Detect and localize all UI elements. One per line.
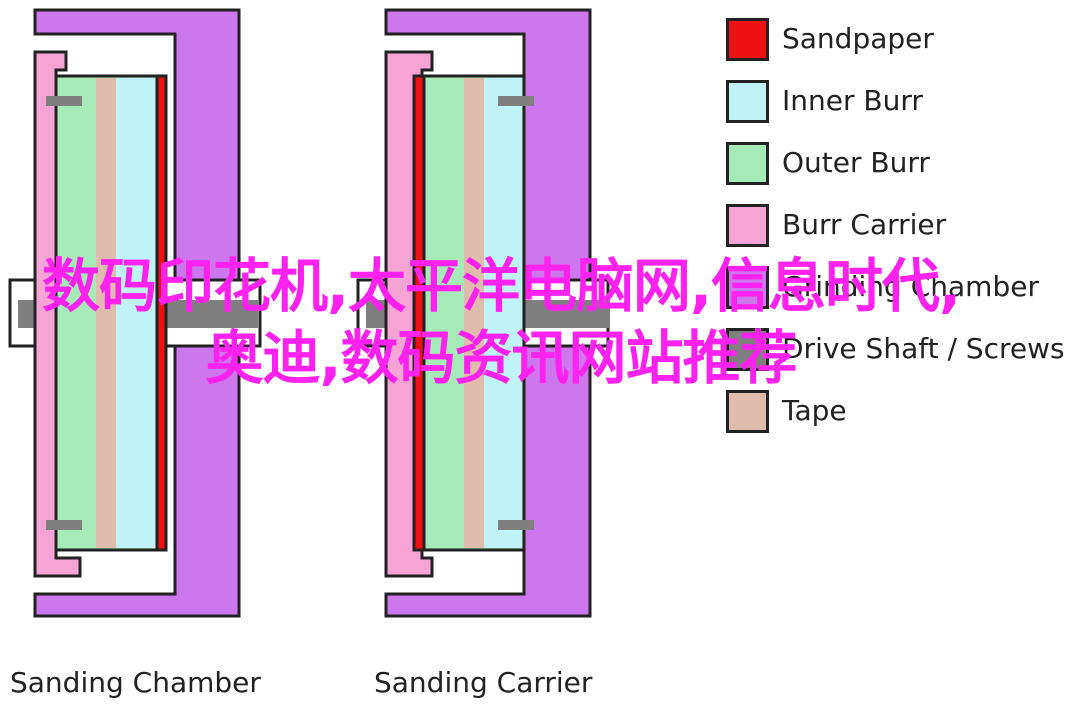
swatch-sandpaper [726,18,769,61]
legend-label: Sandpaper [782,22,934,55]
legend-item-drive-shaft: Drive Shaft / Screws [724,326,1080,374]
legend-label: Outer Burr [782,146,930,179]
tape-right [464,78,484,548]
swatch-tape [726,390,769,433]
sanding-carrier-figure [356,8,610,618]
sanding-chamber-figure [8,8,262,618]
grinding-chamber-right [384,8,592,618]
tape-left [96,78,116,548]
legend-item-burr-carrier: Burr Carrier [724,202,1080,250]
sandpaper-right [412,74,426,552]
legend-label: Burr Carrier [782,208,947,241]
legend-item-sandpaper: Sandpaper [724,16,1080,64]
swatch-burr-carrier [726,204,769,247]
legend-item-grinding-chamber: Grinding Chamber [724,264,1080,312]
swatch-drive-shaft [726,328,769,371]
screw-right-bottom [498,520,534,530]
sandpaper-left [155,74,168,552]
swatch-outer-burr [726,142,769,185]
legend-label: Inner Burr [782,84,923,117]
caption-sanding-carrier: Sanding Carrier [374,666,593,699]
inner-burr-right [484,78,522,548]
legend-label: Tape [782,394,847,427]
legend-item-tape: Tape [724,388,1080,436]
burr-carrier-left [33,50,82,578]
caption-sanding-chamber: Sanding Chamber [10,666,261,699]
screw-right-top [498,96,534,106]
swatch-inner-burr [726,80,769,123]
legend-label: Grinding Chamber [782,270,1039,303]
legend-item-outer-burr: Outer Burr [724,140,1080,188]
inner-burr-left [116,78,156,548]
screw-left-bottom [46,520,82,530]
legend-item-inner-burr: Inner Burr [724,78,1080,126]
legend-label: Drive Shaft / Screws [782,332,1065,365]
swatch-grinding-chamber [726,266,769,309]
screw-left-top [46,96,82,106]
grinding-chamber-left [33,8,241,618]
